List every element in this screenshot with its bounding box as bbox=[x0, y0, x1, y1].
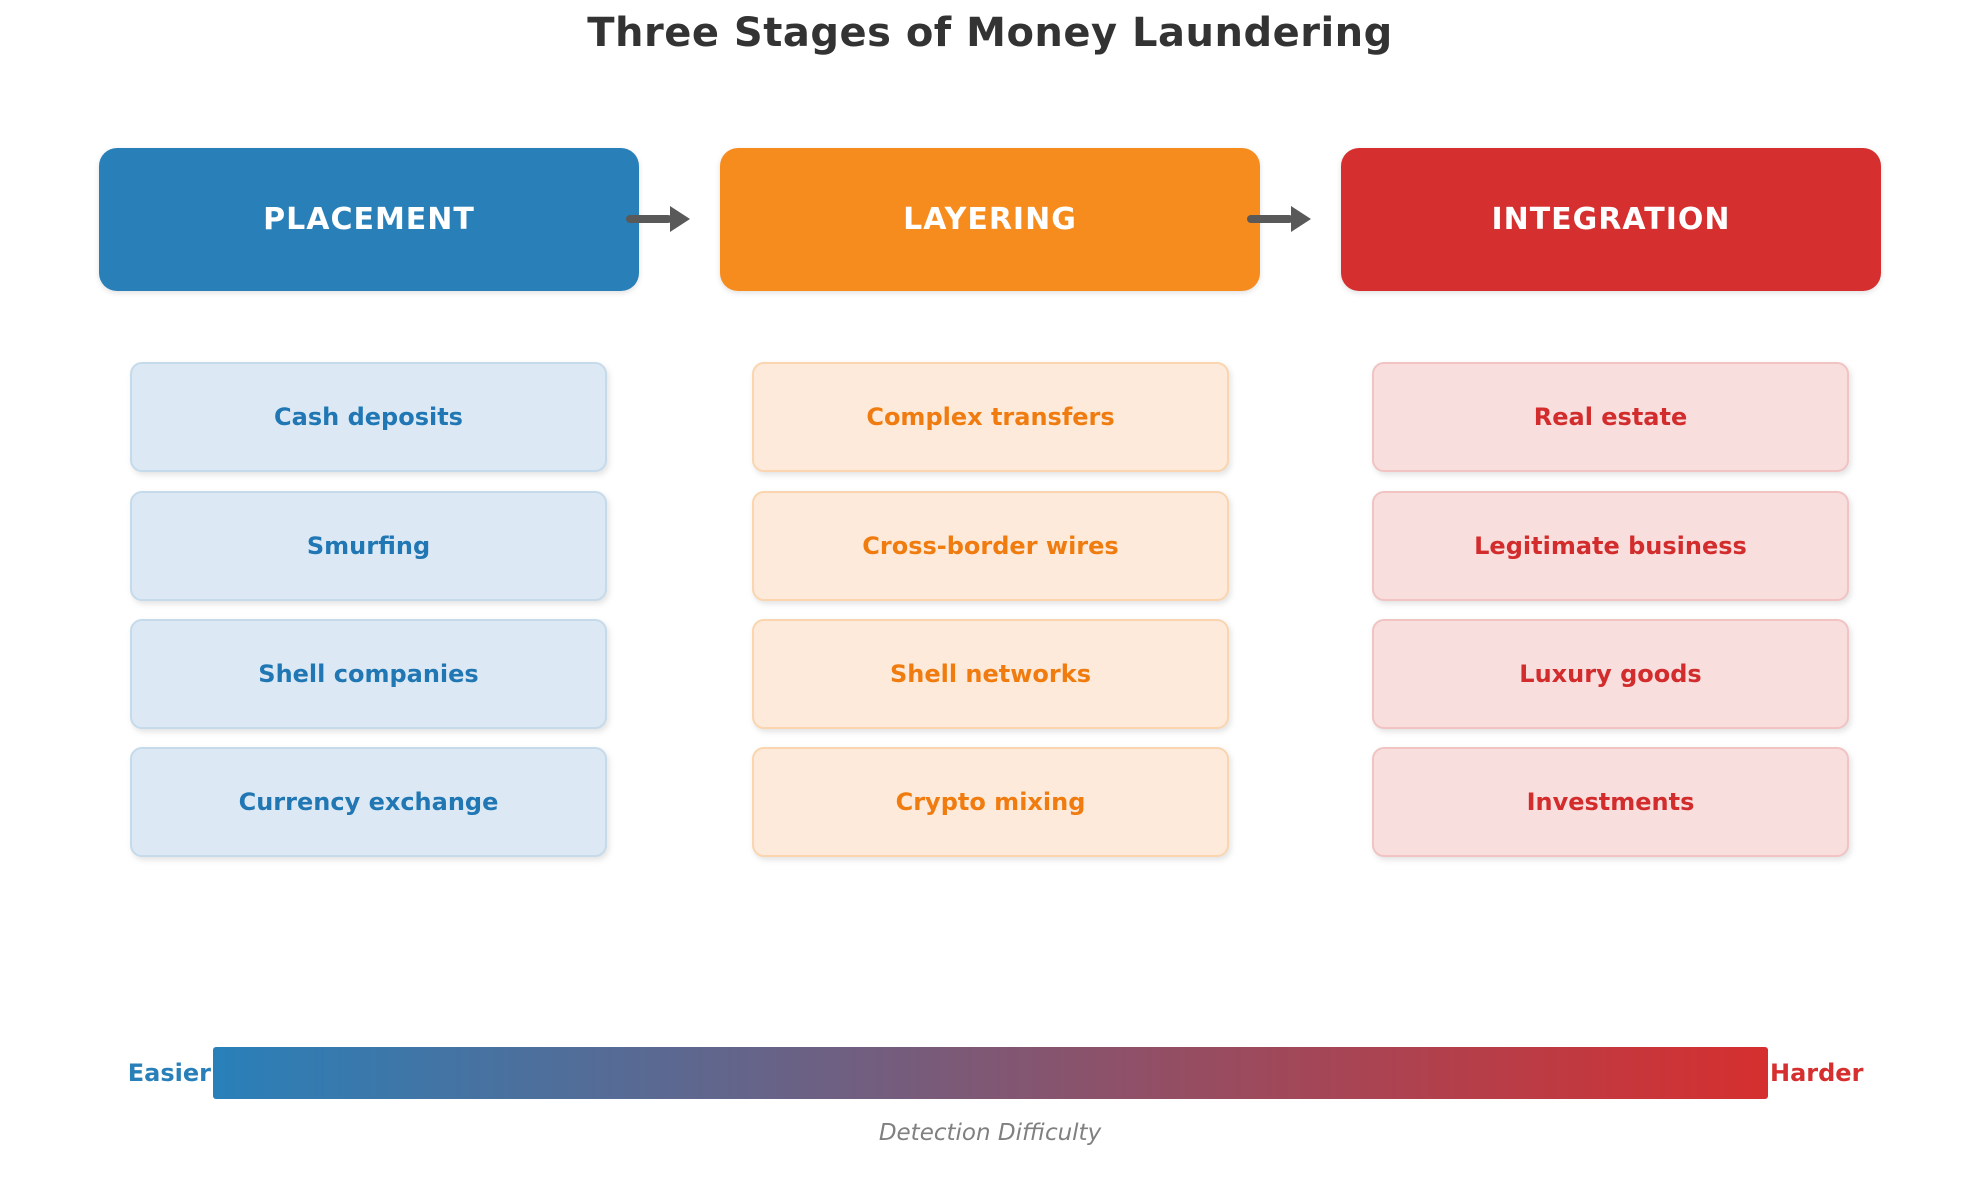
scale-label-easier: Easier bbox=[127, 1059, 211, 1087]
layering-item-complex-transfers: Complex transfers bbox=[752, 362, 1229, 472]
placement-item-smurfing: Smurfing bbox=[130, 491, 607, 601]
integration-item-luxury-goods: Luxury goods bbox=[1372, 619, 1849, 729]
flow-arrow-icon bbox=[1247, 206, 1313, 232]
layering-item-crypto-mixing: Crypto mixing bbox=[752, 747, 1229, 857]
arrow-shaft bbox=[626, 215, 672, 223]
scale-caption: Detection Difficulty bbox=[878, 1120, 1102, 1146]
stage-header-layering: LAYERING bbox=[720, 148, 1260, 291]
difficulty-gradient-bar bbox=[213, 1047, 1768, 1099]
stage-header-integration-label: INTEGRATION bbox=[1491, 202, 1731, 237]
layering-item-cross-border-wires: Cross-border wires bbox=[752, 491, 1229, 601]
scale-label-harder: Harder bbox=[1770, 1059, 1864, 1087]
diagram-title: Three Stages of Money Laundering bbox=[587, 10, 1393, 56]
arrow-head bbox=[1291, 206, 1311, 232]
placement-item-shell-companies: Shell companies bbox=[130, 619, 607, 729]
stage-header-integration: INTEGRATION bbox=[1341, 148, 1881, 291]
stage-header-layering-label: LAYERING bbox=[903, 202, 1077, 237]
arrow-head bbox=[670, 206, 690, 232]
placement-item-currency-exchange: Currency exchange bbox=[130, 747, 607, 857]
integration-item-real-estate: Real estate bbox=[1372, 362, 1849, 472]
stage-header-placement: PLACEMENT bbox=[99, 148, 639, 291]
integration-item-investments: Investments bbox=[1372, 747, 1849, 857]
arrow-shaft bbox=[1247, 215, 1293, 223]
integration-item-legitimate-business: Legitimate business bbox=[1372, 491, 1849, 601]
layering-item-shell-networks: Shell networks bbox=[752, 619, 1229, 729]
flow-arrow-icon bbox=[626, 206, 692, 232]
placement-item-cash-deposits: Cash deposits bbox=[130, 362, 607, 472]
stage-header-placement-label: PLACEMENT bbox=[263, 202, 475, 237]
